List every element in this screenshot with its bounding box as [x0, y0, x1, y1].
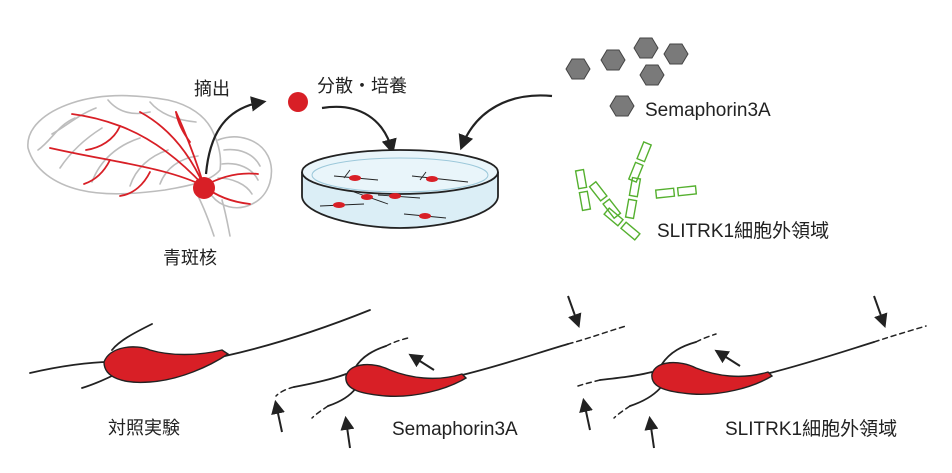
culture-dish — [301, 149, 499, 229]
up-arrow — [340, 415, 355, 449]
hexagon-molecule — [600, 49, 626, 71]
reagent-arrow — [458, 94, 553, 151]
slitrk1-reagent-label: SLITRK1細胞外領域 — [657, 221, 830, 242]
hexagon-molecule — [663, 43, 689, 65]
control-panel-label: 対照実験 — [108, 418, 180, 439]
rod-protein — [654, 185, 698, 199]
isolated-cells-dot — [288, 92, 308, 112]
neuron-cell — [103, 346, 230, 384]
control-neuron — [29, 309, 371, 389]
hexagon-molecule — [565, 58, 591, 80]
slitrk1-panel-label: SLITRK1細胞外領域 — [725, 419, 898, 440]
rod-protein — [624, 176, 642, 220]
semaphorin-panel-label: Semaphorin3A — [392, 419, 518, 440]
slitrk1-neuron — [577, 295, 927, 449]
neuron-cell — [345, 363, 468, 398]
semaphorin-reagent-label: Semaphorin3A — [645, 100, 771, 121]
hexagon-molecule — [609, 95, 635, 117]
rod-protein — [603, 207, 641, 241]
up-arrow — [579, 397, 593, 431]
diag-arrow — [714, 349, 741, 367]
extract-label: 摘出 — [194, 79, 230, 100]
neuron-cell — [651, 361, 774, 396]
hexagon-molecule — [639, 64, 665, 86]
down-arrow — [567, 295, 582, 328]
up-arrow — [644, 415, 659, 449]
up-arrow — [271, 399, 285, 433]
locus-coeruleus-dot — [193, 177, 215, 199]
disperse-culture-label: 分散・培養 — [317, 76, 407, 97]
extract-arrow — [204, 96, 267, 175]
rod-protein — [627, 141, 653, 183]
hexagon-molecule — [633, 37, 659, 59]
rod-protein — [574, 168, 592, 212]
locus-coeruleus-label: 青斑核 — [163, 248, 217, 269]
diag-arrow — [408, 353, 435, 371]
brain-diagram — [27, 94, 273, 237]
semaphorin-neuron — [271, 295, 627, 449]
culture-arrow — [321, 105, 397, 155]
down-arrow — [873, 295, 888, 328]
slitrk1-rods — [574, 141, 698, 241]
hexagon-molecules — [565, 37, 689, 117]
rod-protein — [588, 180, 622, 220]
